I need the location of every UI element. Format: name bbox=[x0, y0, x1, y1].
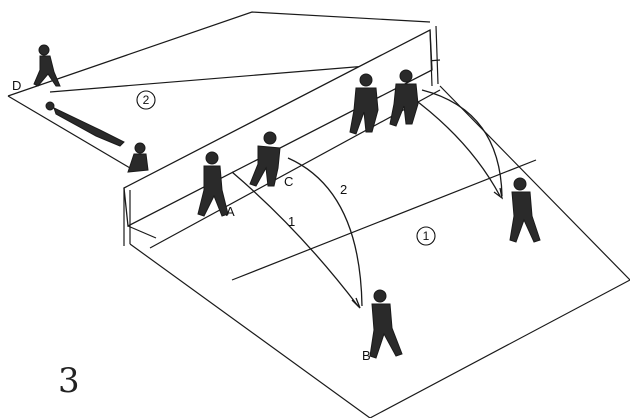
player-a bbox=[197, 151, 229, 217]
zone-1-label: 1 bbox=[423, 229, 430, 243]
trajectory-back-1 bbox=[409, 95, 501, 197]
ball-trajectories bbox=[231, 89, 503, 309]
player-b bbox=[369, 289, 403, 359]
arrowhead-back bbox=[493, 187, 503, 200]
trajectory-label-2: 2 bbox=[340, 182, 347, 197]
trajectory-back-2 bbox=[421, 89, 503, 197]
player-back-court bbox=[509, 177, 541, 243]
player-net-right-1 bbox=[349, 73, 379, 135]
label-c: C bbox=[284, 174, 293, 189]
figure-number: 3 bbox=[58, 361, 80, 401]
zone-marker-1: 1 bbox=[416, 226, 436, 246]
zone-2-label: 2 bbox=[143, 93, 150, 107]
player-net-left bbox=[127, 142, 149, 173]
net bbox=[123, 25, 439, 246]
arrowhead-b bbox=[351, 297, 361, 309]
player-d bbox=[33, 44, 61, 87]
label-b: B bbox=[362, 348, 371, 363]
zone-marker-2: 2 bbox=[136, 90, 156, 110]
trajectory-c-to-b bbox=[287, 157, 363, 307]
trajectory-label-1: 1 bbox=[288, 214, 295, 229]
player-diving bbox=[45, 101, 125, 147]
label-d: D bbox=[12, 78, 21, 93]
trajectory-a-to-b bbox=[231, 171, 359, 307]
label-a: A bbox=[226, 204, 235, 219]
player-net-right-2 bbox=[389, 69, 419, 127]
player-c bbox=[249, 131, 281, 187]
near-court bbox=[129, 85, 630, 418]
